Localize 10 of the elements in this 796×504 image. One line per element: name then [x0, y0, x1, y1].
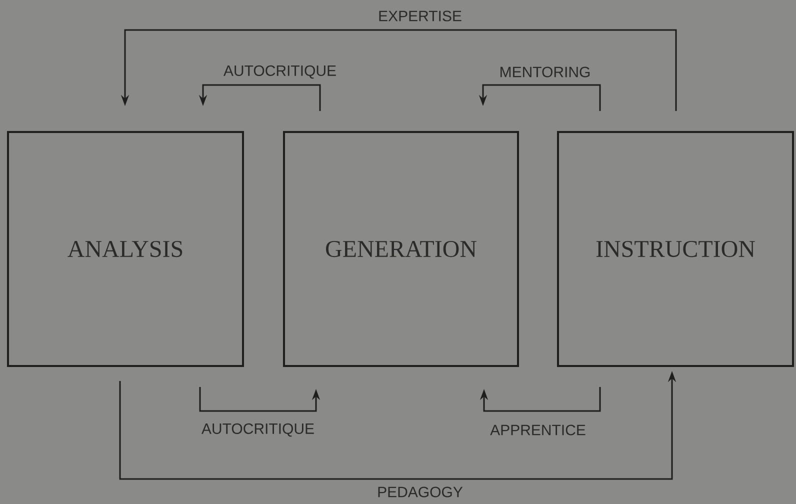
process-box: INSTRUCTION [557, 131, 794, 367]
edge-label: AUTOCRITIQUE [222, 64, 338, 80]
edge-label: PEDAGOGY [376, 486, 464, 498]
process-box: GENERATION [283, 131, 519, 367]
edge-label: AUTOCRITIQUE [200, 422, 316, 438]
edge-label: APPRENTICE [489, 424, 587, 436]
arrow [480, 387, 601, 412]
process-box: ANALYSIS [7, 131, 244, 367]
edge-label: MENTORING [498, 66, 592, 78]
edge-label: EXPERTISE [377, 10, 463, 22]
